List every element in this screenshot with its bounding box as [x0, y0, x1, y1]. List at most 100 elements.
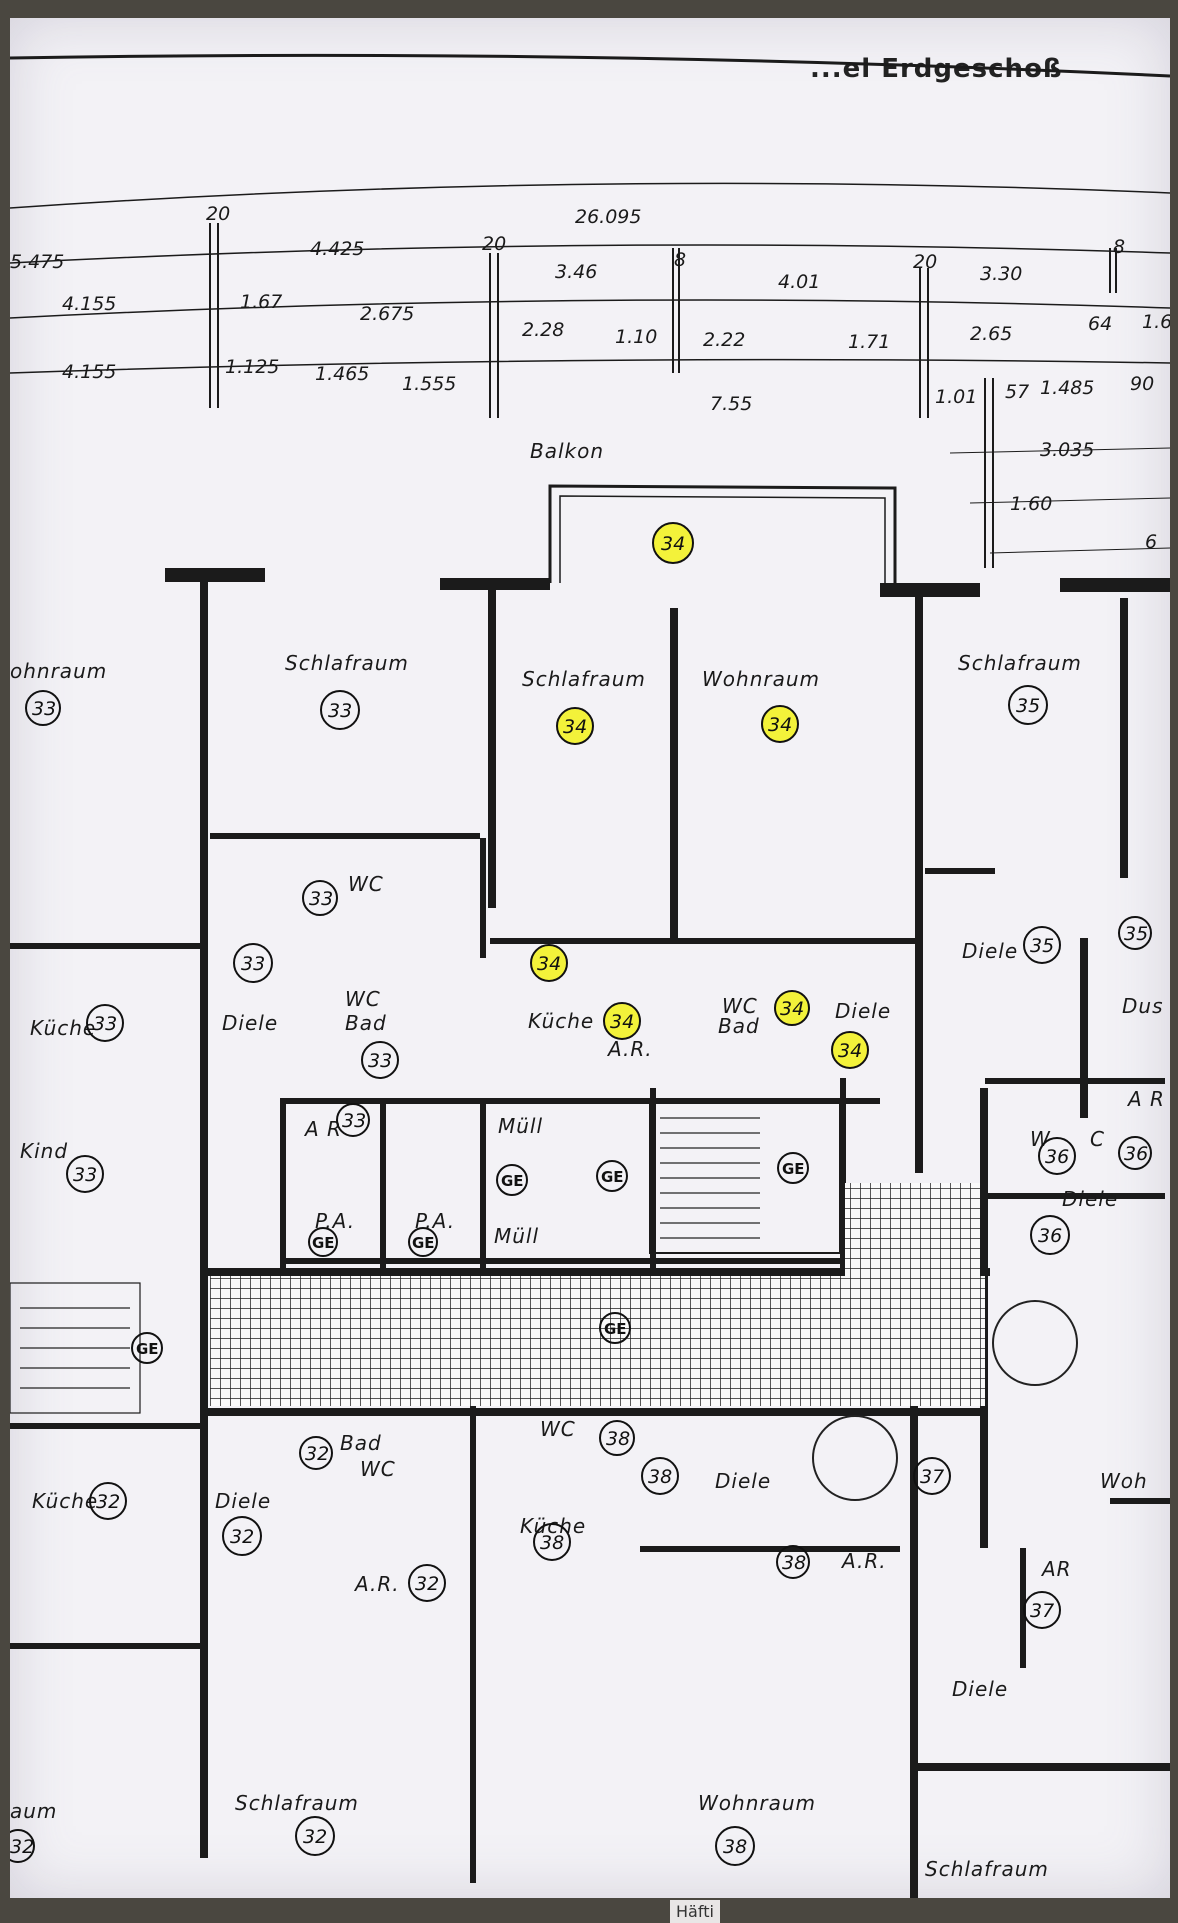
- label-wc-33: WC: [348, 872, 384, 896]
- dim-small-1: 20: [482, 233, 506, 255]
- label-bad-33: Bad: [345, 1011, 387, 1035]
- corridor: [210, 1276, 985, 1406]
- svg-text:32: 32: [96, 1491, 120, 1513]
- label-kueche-34: Küche: [528, 1009, 594, 1033]
- unit-marker-33g: 33: [336, 1103, 370, 1137]
- unit-marker-38d: 38: [776, 1545, 810, 1579]
- svg-text:GE: GE: [601, 1168, 624, 1186]
- svg-text:33: 33: [73, 1164, 97, 1186]
- unit-marker-37b: 37: [1023, 1591, 1061, 1629]
- svg-text:32: 32: [303, 1826, 327, 1848]
- unit-marker-34d: 34: [530, 944, 568, 982]
- label-w-36: W: [1030, 1127, 1051, 1151]
- svg-text:33: 33: [368, 1050, 392, 1072]
- svg-text:36: 36: [1124, 1143, 1148, 1165]
- label-wohnraum-cut: ohnraum: [10, 659, 107, 683]
- label-schlafraum-32: Schlafraum: [235, 1791, 359, 1815]
- dim-r3-0: 4.155: [62, 361, 116, 383]
- label-pa-1: P.A.: [315, 1209, 355, 1233]
- unit-marker-34e: 34: [603, 1002, 641, 1040]
- unit-marker-36c: 36: [1030, 1215, 1070, 1255]
- label-ar-38: A.R.: [840, 1549, 887, 1573]
- svg-text:33: 33: [93, 1013, 117, 1035]
- label-diele-33: Diele: [222, 1011, 278, 1035]
- unit-marker-34f: 34: [774, 990, 810, 1026]
- sheet-top-border: [10, 53, 1170, 78]
- dim-r2-9: 1.6: [1142, 311, 1170, 333]
- label-muell-1: Müll: [498, 1114, 543, 1138]
- label-schlafraum-33: Schlafraum: [285, 651, 409, 675]
- unit-marker-32c: 32: [222, 1516, 262, 1556]
- label-bad-32: Bad: [340, 1431, 382, 1455]
- dim-r2-4: 1.10: [615, 326, 657, 348]
- svg-text:35: 35: [1124, 923, 1148, 945]
- spiral-stair-right: [992, 1300, 1078, 1386]
- label-raum-cut: aum: [10, 1799, 57, 1823]
- label-diele-38: Diele: [715, 1469, 771, 1493]
- floor-plan-sheet: ...el Erdgeschoß 26.: [10, 18, 1170, 1923]
- unit-marker-32d: 32: [408, 1564, 446, 1602]
- label-ar-32: A.R.: [353, 1572, 400, 1596]
- spiral-stair-center: [812, 1415, 898, 1501]
- svg-text:GE: GE: [782, 1160, 805, 1178]
- unit-marker-36a: 36: [1038, 1137, 1076, 1175]
- label-wohnraum-38: Wohnraum: [698, 1791, 816, 1815]
- dimension-labels: 26.095 5.475 4.425 3.46 4.01 3.30 4.155 …: [10, 203, 1170, 553]
- stairwell-top: [649, 1102, 841, 1254]
- dimension-lines: [10, 182, 1170, 568]
- label-dus: Dus: [1122, 994, 1164, 1018]
- label-pa-2: P.A.: [415, 1209, 455, 1233]
- dim-r3-8: 90: [1130, 373, 1154, 395]
- label-wc-34: WC: [722, 994, 758, 1018]
- svg-text:GE: GE: [136, 1340, 159, 1358]
- svg-text:33: 33: [241, 953, 265, 975]
- label-bad-34: Bad: [718, 1014, 760, 1038]
- dim-r2-2: 2.675: [360, 303, 414, 325]
- room-labels: Balkon ohnraum Schlafraum Schlafraum Woh…: [10, 439, 1164, 1881]
- dim-r1-3: 4.01: [778, 271, 820, 293]
- svg-text:34: 34: [780, 998, 804, 1020]
- unit-marker-32e: 32: [295, 1816, 335, 1856]
- label-kueche-32: Küche: [32, 1489, 98, 1513]
- dim-r2-3: 2.28: [522, 319, 564, 341]
- svg-text:37: 37: [1030, 1600, 1054, 1622]
- dim-r3-7: 1.485: [1040, 377, 1094, 399]
- unit-marker-38b: 38: [641, 1457, 679, 1495]
- svg-text:34: 34: [768, 714, 792, 736]
- dim-r2-5: 2.22: [703, 329, 745, 351]
- svg-text:34: 34: [610, 1011, 634, 1033]
- label-muell-2: Müll: [494, 1224, 539, 1248]
- unit-marker-38a: 38: [599, 1420, 635, 1456]
- label-kueche-33: Küche: [30, 1016, 96, 1040]
- label-wc-33b: WC: [345, 987, 381, 1011]
- dim-r3-4: 7.55: [710, 393, 752, 415]
- label-wc-38: WC: [540, 1417, 576, 1441]
- unit-marker-34b: 34: [556, 707, 594, 745]
- ge-marker-3: GE: [777, 1152, 809, 1184]
- unit-marker-33a: 33: [25, 690, 61, 726]
- unit-marker-33f: 33: [361, 1041, 399, 1079]
- unit-marker-33c: 33: [302, 880, 338, 916]
- unit-marker-32f: 32: [10, 1829, 35, 1863]
- unit-marker-34c: 34: [761, 705, 799, 743]
- unit-marker-35a: 35: [1008, 685, 1048, 725]
- unit-marker-33b: 33: [320, 690, 360, 730]
- unit-marker-32a: 32: [299, 1436, 333, 1470]
- unit-marker-32b: 32: [89, 1482, 127, 1520]
- unit-marker-34g: 34: [831, 1031, 869, 1069]
- svg-text:33: 33: [342, 1110, 366, 1132]
- svg-text:35: 35: [1030, 935, 1054, 957]
- label-diele-37: Diele: [952, 1677, 1008, 1701]
- dim-r1-2: 3.46: [555, 261, 597, 283]
- dim-r3-6: 57: [1005, 381, 1029, 403]
- dim-r1-4: 3.30: [980, 263, 1022, 285]
- unit-marker-35c: 35: [1118, 916, 1152, 950]
- label-ar-33: A R: [303, 1117, 342, 1141]
- stairwell-left: [10, 1282, 141, 1414]
- corridor-branch: [845, 1183, 980, 1278]
- dim-small-2: 20: [913, 251, 937, 273]
- walls: [10, 568, 1170, 1898]
- dim-r2-0: 4.155: [62, 293, 116, 315]
- balcony: [548, 484, 897, 586]
- ge-marker-7: GE: [131, 1332, 163, 1364]
